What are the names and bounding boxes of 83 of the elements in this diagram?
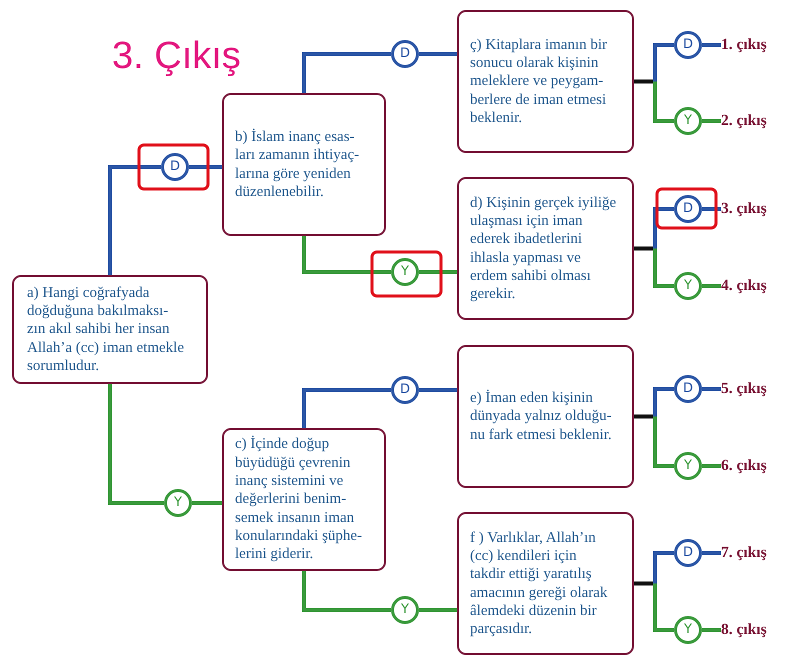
choice-ring <box>674 375 702 403</box>
connector-line <box>702 207 721 211</box>
connector-line <box>302 571 391 612</box>
title-heading: 3. Çıkış <box>112 34 241 78</box>
choice-letter: D <box>400 47 410 61</box>
statement-text: ç) Kitaplara imanın bir sonucu olarak kişinin meleklere ve peygam- berlere de iman etmesi beklenir. <box>470 36 608 128</box>
statement-box <box>222 428 386 571</box>
statement-text: b) İslam inanç esas- ları zamanın ihtiyaç- larına göre yeniden düzenlenebilir. <box>235 128 360 202</box>
connector-line <box>702 387 721 391</box>
choice-letter: Y <box>174 496 182 510</box>
connector-line <box>653 248 674 288</box>
connector-line <box>702 119 721 123</box>
choice-letter: Y <box>684 459 692 473</box>
connector-line <box>419 608 457 612</box>
choice-ring <box>674 539 702 567</box>
connector-line <box>653 43 674 82</box>
connector-line <box>302 388 391 428</box>
choice-ring <box>674 616 702 644</box>
statement-text: a) Hangi coğrafyada doğduğuna bakılmaksı- zın akıl sahibi her insan Allah’a (cc) iman etmekle sorumludur. <box>27 284 185 376</box>
connector-line <box>634 582 653 586</box>
connector-line <box>702 628 721 632</box>
connector-line <box>702 284 721 288</box>
choice-ring <box>391 40 419 68</box>
exit-label: 3. çıkış <box>721 199 767 219</box>
statement-text: c) İçinde doğup büyüdüğü çevrenin inanç sistemini ve değerlerini benim- semek insanın iman konularındaki şüphe- lerini giderir. <box>235 435 364 564</box>
choice-letter: Y <box>684 623 692 637</box>
connector-line <box>634 246 653 250</box>
statement-box <box>222 93 386 236</box>
connector-line <box>634 80 653 84</box>
statement-text: e) İman eden kişinin dünyada yalnız olduğu- nu fark etmesi beklenir. <box>470 389 613 444</box>
choice-letter: Y <box>684 279 692 293</box>
choice-letter: Y <box>401 603 409 617</box>
choice-letter: D <box>400 383 410 397</box>
statement-text: d) Kişinin gerçek iyiliğe ulaşması için iman ederek ibadetlerini ihlasla yapması ve erdem sahibi olması gerekir. <box>470 194 618 304</box>
choice-letter: Y <box>684 114 692 128</box>
connector-line <box>653 387 674 416</box>
exit-label: 2. çıkış <box>721 111 767 131</box>
exit-label: 4. çıkış <box>721 276 767 296</box>
connector-line <box>702 43 721 47</box>
exit-label: 1. çıkış <box>721 35 767 55</box>
choice-letter: Y <box>401 265 409 279</box>
statement-box <box>457 345 634 488</box>
choice-ring <box>674 452 702 480</box>
connector-line <box>419 52 457 56</box>
connector-line <box>302 52 391 93</box>
exit-label: 5. çıkış <box>721 379 767 399</box>
choice-letter: D <box>682 546 693 560</box>
exit-label: 8. çıkış <box>721 620 767 640</box>
connector-line <box>108 384 164 505</box>
statement-box <box>457 512 634 655</box>
choice-ring <box>391 258 419 286</box>
connector-line <box>634 414 653 418</box>
connector-line <box>653 416 674 468</box>
statement-box <box>457 177 634 320</box>
statement-box <box>457 10 634 153</box>
connector-line <box>192 501 222 505</box>
exit-label: 6. çıkış <box>721 456 767 476</box>
choice-letter: D <box>682 382 693 396</box>
choice-ring <box>391 376 419 404</box>
connector-line <box>702 464 721 468</box>
connector-line <box>653 551 674 584</box>
choice-letter: D <box>682 38 693 52</box>
choice-ring <box>391 596 419 624</box>
choice-letter: D <box>170 160 180 174</box>
choice-letter: D <box>682 202 693 216</box>
statement-text: f ) Varlıklar, Allah’ın (cc) kendileri için takdir ettiği yaratılış amacının gereği olarak âlemdeki düzenin bir parçasıdır. <box>470 528 608 638</box>
connector-line <box>302 236 391 274</box>
choice-ring <box>674 107 702 135</box>
exit-label: 7. çıkış <box>721 543 767 563</box>
choice-ring <box>164 489 192 517</box>
statement-box <box>12 275 208 384</box>
connector-line <box>653 584 674 632</box>
connector-line <box>653 82 674 123</box>
choice-ring <box>674 272 702 300</box>
choice-ring <box>161 153 189 181</box>
choice-ring <box>674 195 702 223</box>
connector-line <box>419 388 457 392</box>
connector-line <box>419 270 457 274</box>
connector-line <box>653 207 674 248</box>
connector-line <box>108 165 161 275</box>
connector-line <box>189 165 222 169</box>
choice-ring <box>674 31 702 59</box>
connector-line <box>702 551 721 555</box>
